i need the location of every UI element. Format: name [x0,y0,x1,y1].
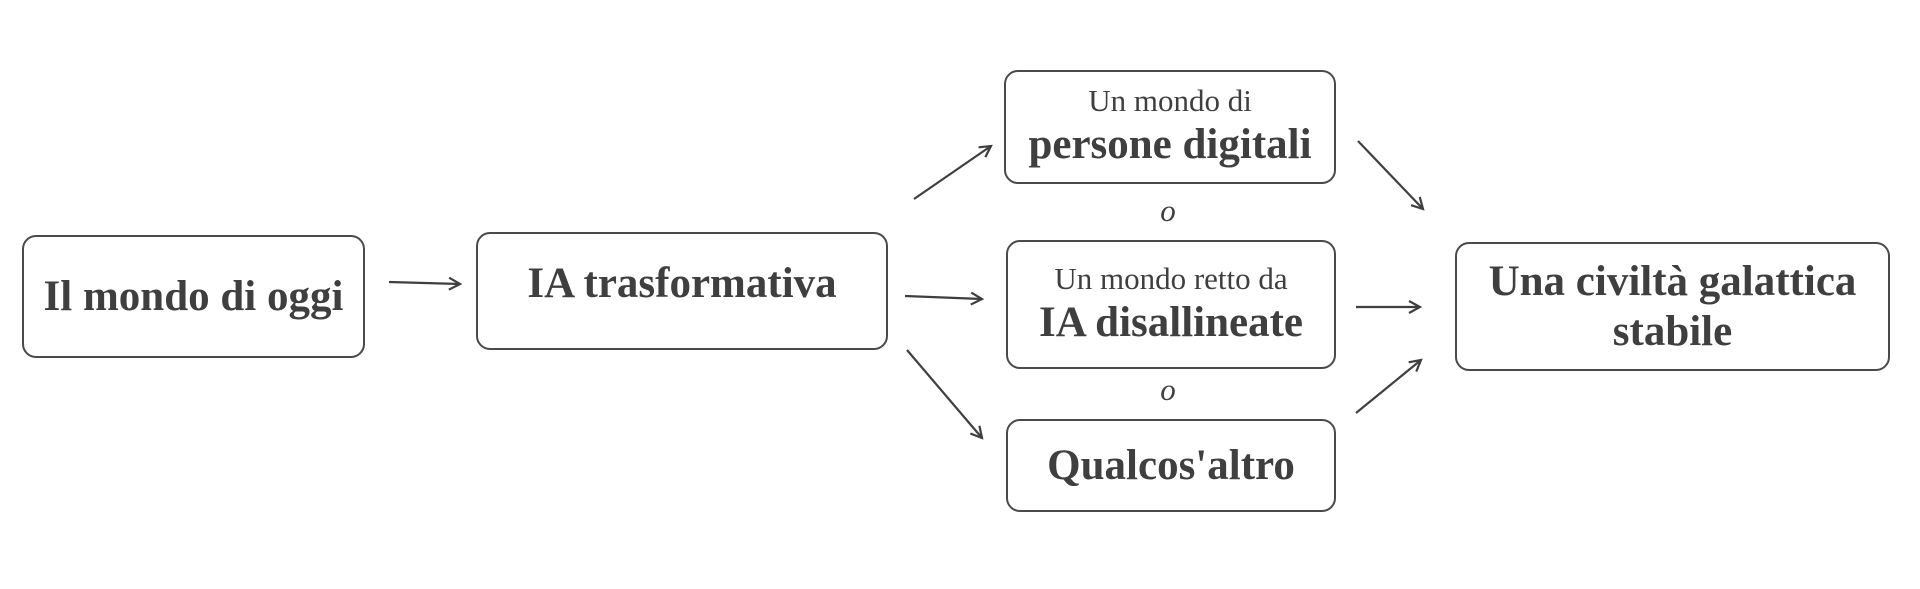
arrow-other-to-galactic [1355,360,1421,414]
node-misaligned-label: IA disallineate [1038,298,1303,346]
separator-or-first: o [1160,193,1176,228]
arrow-digital-to-galactic [1357,140,1423,209]
arrow-today-to-transformative [388,282,460,284]
node-today-label: Il mondo di oggi [43,272,344,320]
node-today: Il mondo di oggi [22,235,365,358]
node-transformative: IA trasformativa [476,232,888,350]
arrow-transformative-to-misaligned [904,296,982,299]
separator-or-second: o [1160,372,1176,407]
node-galactic-label-line1: Una civiltà galattica [1488,258,1857,306]
node-digital: Un mondo di persone digitali [1004,70,1336,184]
node-other: Qualcos'altro [1006,419,1336,512]
node-digital-prefix: Un mondo di [1088,83,1252,119]
node-galactic: Una civiltà galattica stabile [1455,242,1890,371]
arrow-transformative-to-digital [913,146,991,200]
node-galactic-label-line2: stabile [1612,307,1733,355]
node-other-label: Qualcos'altro [1047,441,1295,489]
node-transformative-label: IA trasformativa [527,260,837,308]
node-misaligned-prefix: Un mondo retto da [1054,260,1288,296]
node-misaligned: Un mondo retto da IA disallineate [1006,240,1336,369]
arrow-transformative-to-other [906,349,982,438]
node-digital-label: persone digitali [1028,121,1312,169]
